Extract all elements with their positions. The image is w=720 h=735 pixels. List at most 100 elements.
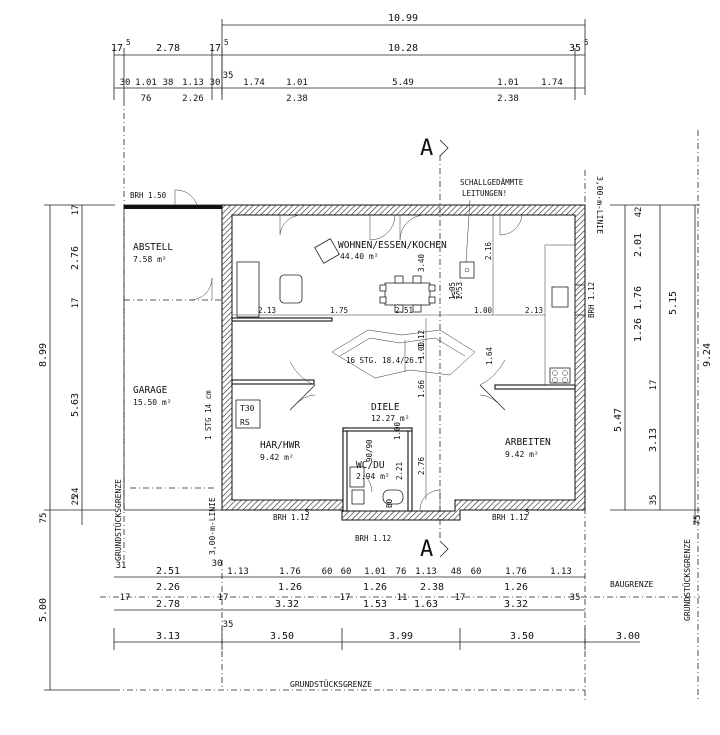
dim-b3-8: 1.63 <box>414 599 438 610</box>
dim-r4-3: 2.38 <box>286 94 308 104</box>
section-mark-bottom: A <box>420 537 433 562</box>
dim-right-inner-7: 3.13 <box>648 428 659 452</box>
int-dim-8: 1.12 <box>417 330 426 348</box>
dim-r3-3: 38 <box>163 78 174 88</box>
int-dim-11: 1.66 <box>417 379 426 398</box>
room-name-har: HAR/HWR <box>260 440 300 451</box>
label-sup5-1: 5 <box>305 508 310 517</box>
label-grundstuck-right: GRUNDSTÜCKSGRENZE <box>682 539 692 621</box>
dim-right-outer-1: 9.24 <box>702 343 713 367</box>
dim-b1-6: 60 <box>322 567 333 577</box>
dim-left-inner-3: 17 <box>71 298 81 309</box>
dim-right-inner-8: 35 <box>649 495 659 506</box>
misc-labels: BRH 1.50 BRH 1.12 BRH 1.12 BRH 1.12 BRH … <box>130 178 654 689</box>
dim-b3-3: 17 <box>218 593 229 603</box>
dim-left-inner-2: 2.76 <box>70 246 81 270</box>
dim-r2-sup-2: 5 <box>224 38 229 47</box>
dim-r4-1: 76 <box>141 94 152 104</box>
dim-b2-5: 1.26 <box>504 582 528 593</box>
dim-top-overall: 10.99 <box>388 13 418 24</box>
bottom-dimension-chains: 31 2.51 30 1.13 1.76 60 60 1.01 76 1.13 … <box>100 559 700 691</box>
room-name-wohnen: WOHNEN/ESSEN/KOCHEN <box>338 240 447 251</box>
dim-r3-6: 35 <box>223 71 234 81</box>
dim-r4-2: 2.26 <box>182 94 204 104</box>
label-schall-1: SCHALLGEDÄMMTE <box>460 178 524 187</box>
label-brh-bottom-mid: BRH 1.12 <box>355 534 391 543</box>
dim-b3-5: 17 <box>340 593 351 603</box>
dim-r2-sup-3: 5 <box>584 38 589 47</box>
label-rs: RS <box>240 418 250 427</box>
dim-b1-12: 60 <box>471 567 482 577</box>
int-dim-2: 1.75 <box>330 306 348 315</box>
dim-b1-14: 1.13 <box>550 567 572 577</box>
dim-b3-10: 3.32 <box>504 599 528 610</box>
dim-right-inner-3: 1.76 <box>633 286 644 310</box>
dim-b1-5: 1.76 <box>279 567 301 577</box>
dim-b3-11: 35 <box>570 593 581 603</box>
dim-b4-1: 35 <box>223 620 234 630</box>
dim-r3-9: 5.49 <box>392 78 414 88</box>
room-area-garage: 15.50 m² <box>133 398 172 407</box>
dim-b1-1: 31 <box>116 561 127 571</box>
dim-right-inner-5: 5.47 <box>613 408 624 432</box>
room-area-wc: 2.94 m² <box>356 472 390 481</box>
room-area-diele: 12.27 m² <box>371 414 410 423</box>
dim-r2-b: 10.28 <box>388 43 418 54</box>
label-sup5-2: 5 <box>525 508 530 517</box>
label-brh-top: BRH 1.50 <box>130 191 167 200</box>
label-3m-line-left: 3,00-m-LINIE <box>208 497 217 555</box>
int-dim-10: 1.00 <box>417 341 426 360</box>
dim-b1-3: 30 <box>212 559 223 569</box>
label-grundstuck-left: GRUNDSTÜCKSGRENZE <box>113 479 123 561</box>
int-dim-4: 1.00 <box>474 306 493 315</box>
left-dimension-chains: 8.99 5.00 17 2.76 17 5.63 25 24 75 GRUND… <box>38 100 125 691</box>
dim-b1-13: 1.76 <box>505 567 527 577</box>
label-baugrenze: BAUGRENZE <box>610 580 654 589</box>
dim-r3-7: 1.74 <box>243 78 265 88</box>
dim-left-outer-2: 5.00 <box>38 598 49 622</box>
dim-right-inner-6: 17 <box>649 380 659 391</box>
int-dim-3: 2.51 <box>395 306 413 315</box>
int-dim-5: 2.13 <box>525 306 543 315</box>
dim-left-inner-4: 5.63 <box>70 393 81 417</box>
dim-r2-a: 2.78 <box>156 43 180 54</box>
dim-r3-2: 1.01 <box>135 78 157 88</box>
int-dim-14: 1.00 <box>393 421 402 440</box>
dim-r4-4: 2.38 <box>497 94 519 104</box>
label-vs: VS <box>451 290 461 299</box>
label-wc-dims: 90/90 <box>365 439 374 462</box>
dim-r2-sup-1: 5 <box>126 38 131 47</box>
room-name-arbeiten: ARBEITEN <box>505 437 551 448</box>
room-area-arbeiten: 9.42 m² <box>505 450 539 459</box>
right-dimension-chains: 42 2.01 1.76 1.26 5.47 17 3.13 35 5.15 9… <box>584 130 713 700</box>
stair-label: 16 STG. 18.4/26.1 <box>346 356 423 365</box>
label-3m-line-right: 3,00-m-LINIE <box>595 176 604 234</box>
dim-right-inner-4: 1.26 <box>633 318 644 342</box>
int-dim-9: 1.64 <box>485 346 494 365</box>
top-dimension-chains: 10.99 17 5 2.78 17 5 10.28 35 5 30 1.01 … <box>111 13 589 104</box>
int-dim-15: 1.05 <box>448 282 457 300</box>
int-dim-16: 1.53 <box>455 282 464 300</box>
label-t30: T30 <box>240 404 255 413</box>
label-brh-bottom-right: BRH 1.12 <box>492 513 528 522</box>
dim-b3-9: 17 <box>455 593 466 603</box>
int-dim-12: 2.76 <box>417 456 426 475</box>
dim-b5-2: 3.50 <box>270 631 294 642</box>
dim-b1-7: 60 <box>341 567 352 577</box>
dim-b5-1: 3.13 <box>156 631 180 642</box>
room-area-har: 9.42 m² <box>260 453 294 462</box>
room-name-garage: GARAGE <box>133 385 168 396</box>
dim-r3-8: 1.01 <box>286 78 308 88</box>
dim-left-inner-5: 25 <box>71 495 81 506</box>
dim-b5-5: 3.00 <box>616 631 640 642</box>
dim-b1-9: 76 <box>396 567 407 577</box>
dim-b1-11: 48 <box>451 567 462 577</box>
label-stair-side: 1 STG 14 cm <box>204 390 213 440</box>
dim-left-outer-1: 8.99 <box>38 343 49 367</box>
int-dim-1: 2.13 <box>258 306 276 315</box>
dim-r2-small-1: 17 <box>111 43 123 54</box>
dim-right-mid: 5.15 <box>668 291 679 315</box>
dim-right-inner-1: 42 <box>634 207 644 218</box>
dim-left-inner-1: 17 <box>71 205 81 216</box>
